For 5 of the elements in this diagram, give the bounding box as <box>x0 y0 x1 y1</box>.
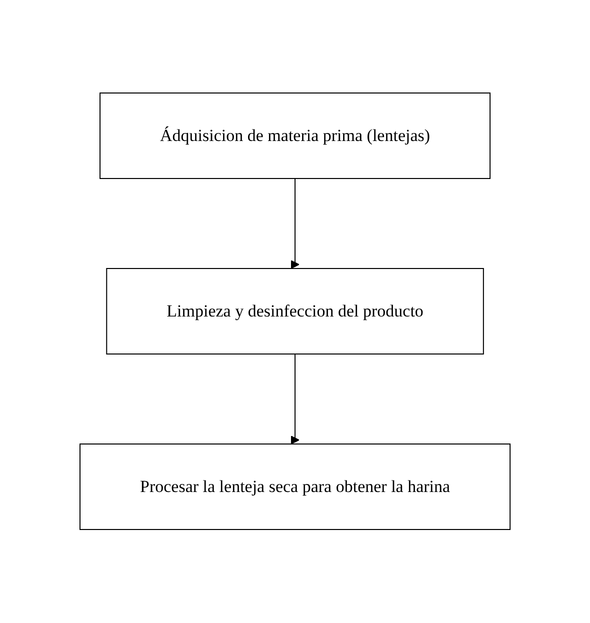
arrow <box>290 354 300 445</box>
node-box: Limpieza y desinfeccion del producto <box>106 268 484 355</box>
node-box: Procesar la lenteja seca para obtener la harina <box>79 444 511 530</box>
node-box: Ádquisicion de materia prima (lentejas) <box>99 92 490 180</box>
arrow <box>290 178 300 270</box>
